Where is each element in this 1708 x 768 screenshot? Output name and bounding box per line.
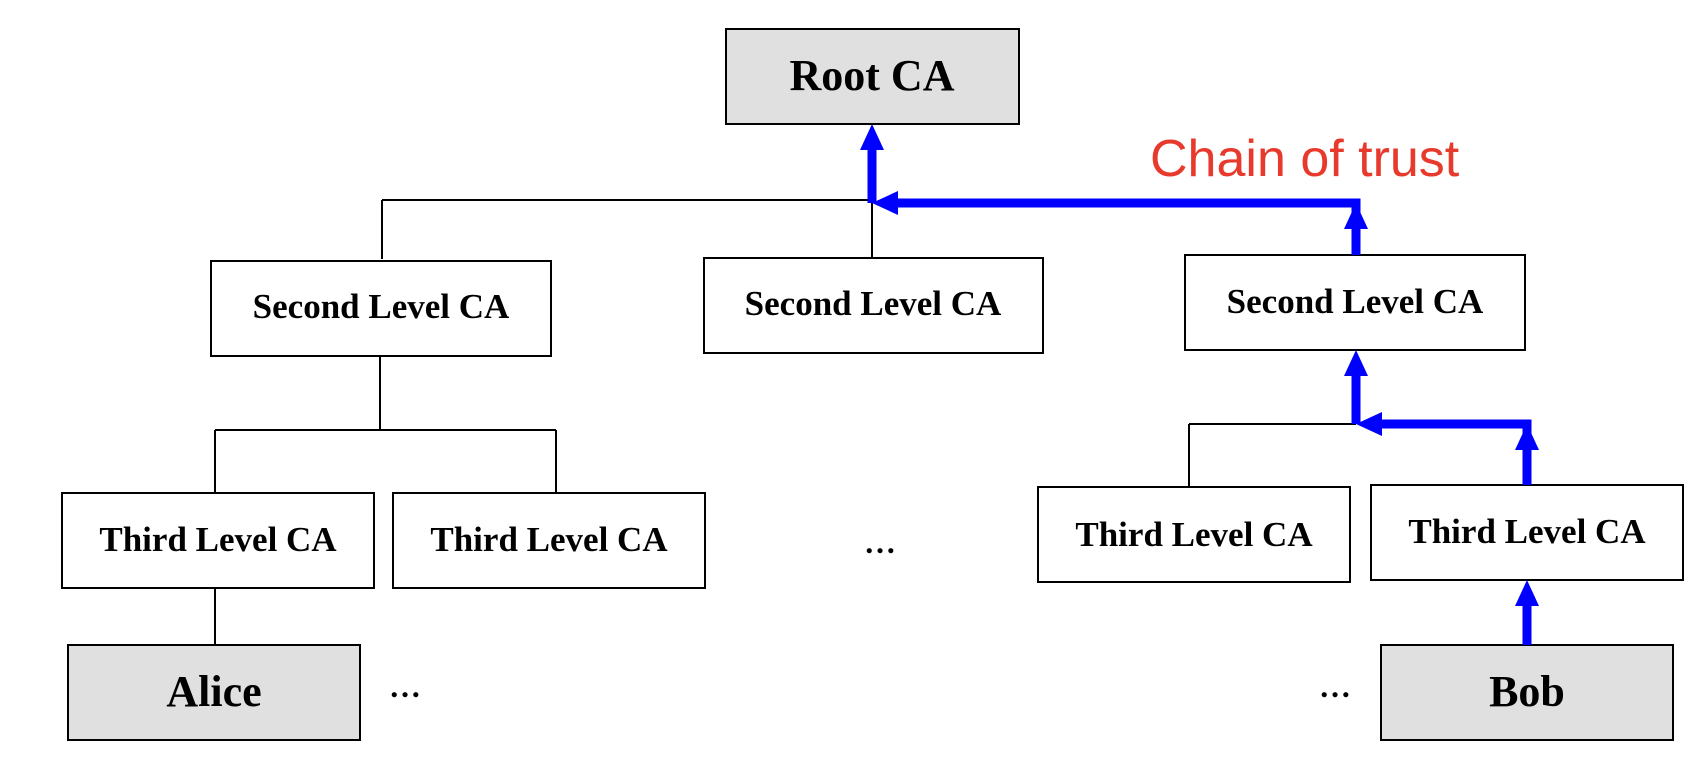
arrowhead-up-third-4	[1515, 580, 1539, 606]
node-label: Second Level CA	[253, 287, 510, 326]
node-root-ca: Root CA	[725, 28, 1020, 125]
node-label: Third Level CA	[1075, 515, 1313, 554]
node-label: Third Level CA	[430, 520, 668, 559]
node-label: Third Level CA	[1408, 512, 1646, 551]
chain-segment-third-4-to-bus	[1378, 419, 1532, 485]
chain-of-trust-label: Chain of trust	[1150, 130, 1460, 188]
node-label: Second Level CA	[745, 284, 1002, 323]
node-third-level-ca-4: Third Level CA	[1370, 484, 1684, 581]
node-third-level-ca-3: Third Level CA	[1037, 486, 1351, 583]
arrowhead-up-root	[860, 124, 884, 150]
tree-connectors	[214, 199, 1356, 644]
node-third-level-ca-1: Third Level CA	[61, 492, 375, 589]
arrowhead-up-second-right	[1344, 350, 1368, 376]
node-bob: Bob	[1380, 644, 1674, 741]
node-label: Third Level CA	[99, 520, 337, 559]
ellipsis-before-bob: …	[1319, 668, 1351, 704]
arrowhead-left-bus-right	[1356, 412, 1382, 436]
ellipsis-after-alice: …	[389, 668, 421, 704]
arrowhead-left-root-bus	[872, 191, 898, 215]
node-label: Alice	[166, 667, 261, 716]
node-label: Second Level CA	[1227, 282, 1484, 321]
node-label: Bob	[1489, 667, 1565, 716]
arrowhead-up-bus-right	[1515, 424, 1539, 450]
node-third-level-ca-2: Third Level CA	[392, 492, 706, 589]
chain-segment-second-right-to-root-bus	[896, 198, 1361, 255]
node-label: Root CA	[790, 51, 955, 100]
ellipsis-middle: …	[864, 524, 896, 560]
node-second-level-ca-middle: Second Level CA	[703, 257, 1044, 354]
node-alice: Alice	[67, 644, 361, 741]
node-second-level-ca-right: Second Level CA	[1184, 254, 1526, 351]
chain-of-trust-path	[860, 124, 1539, 645]
node-second-level-ca-left: Second Level CA	[210, 260, 552, 357]
arrowhead-up-root-bus-right	[1344, 203, 1368, 229]
